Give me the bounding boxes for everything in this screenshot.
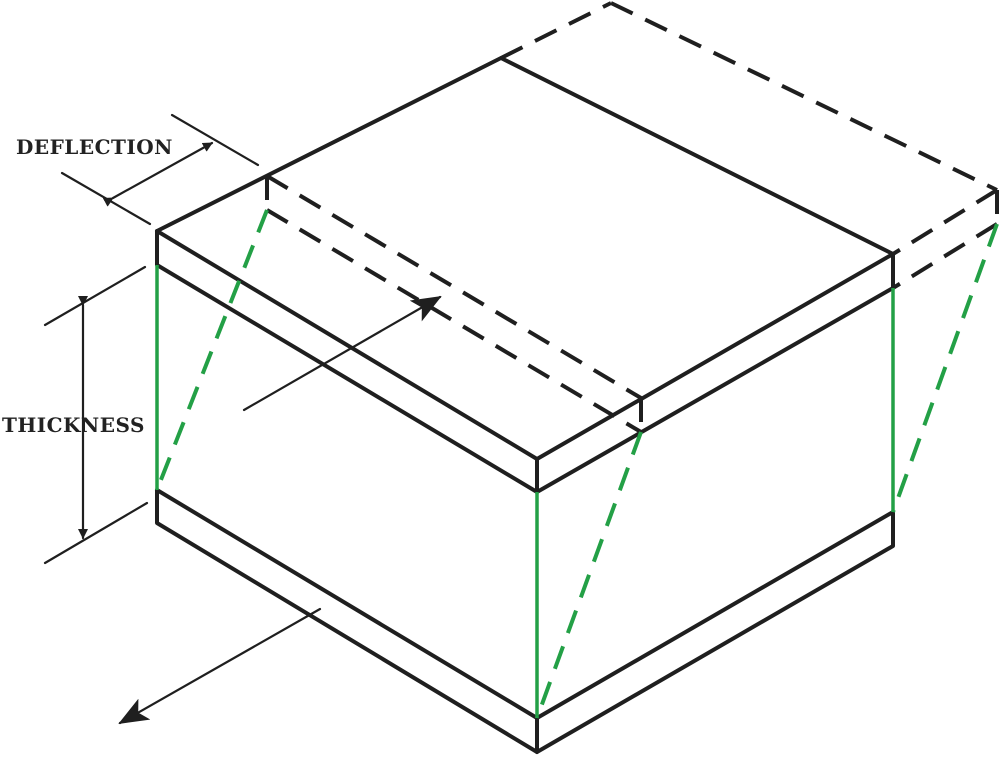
deflection-label: DEFLECTION [16,135,173,159]
top-plate [155,56,895,494]
original-edges [155,265,895,718]
thickness-label: THICKNESS [2,413,145,437]
sheared-edges [155,209,999,719]
thickness-dimension [43,265,149,565]
bottom-force-arrow [118,607,322,725]
bottom-plate [155,488,895,754]
displaced-top-plate [265,1,999,434]
deflection-dimension [60,113,260,226]
top-force-arrow [242,295,442,412]
